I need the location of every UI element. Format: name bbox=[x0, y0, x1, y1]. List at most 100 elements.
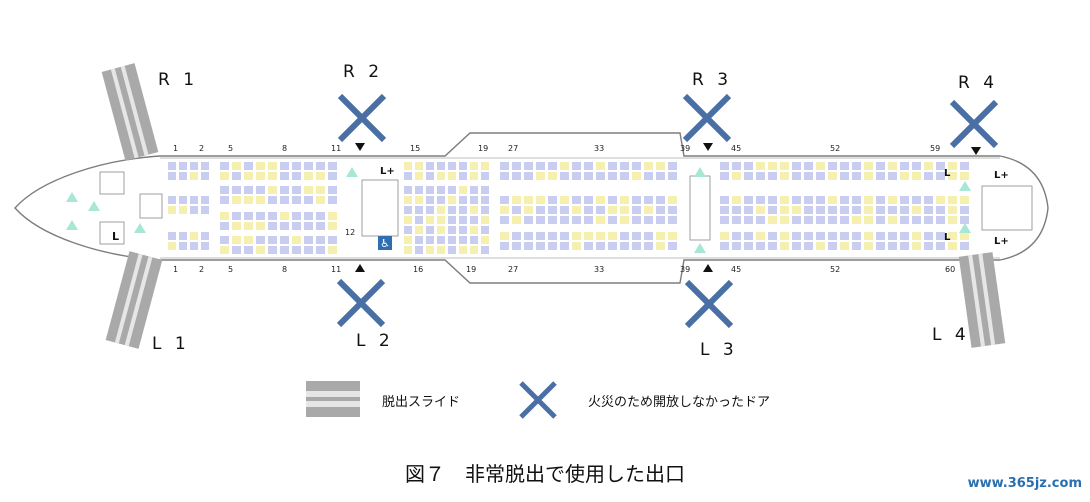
seat bbox=[608, 206, 617, 214]
row-num-bottom: 27 bbox=[508, 265, 519, 274]
seat bbox=[732, 172, 741, 180]
seat bbox=[840, 206, 849, 214]
seat bbox=[768, 232, 777, 240]
seat bbox=[792, 162, 801, 170]
seat bbox=[459, 216, 467, 224]
seat bbox=[656, 162, 665, 170]
row-num-bottom: 11 bbox=[331, 265, 342, 274]
seat bbox=[220, 162, 229, 170]
seat bbox=[876, 172, 885, 180]
seat bbox=[876, 162, 885, 170]
seat bbox=[404, 216, 412, 224]
seat bbox=[584, 216, 593, 224]
seat bbox=[426, 236, 434, 244]
seat bbox=[780, 196, 789, 204]
seat bbox=[572, 216, 581, 224]
seat bbox=[415, 186, 423, 194]
lav-label-nose: L bbox=[112, 230, 119, 243]
seat bbox=[864, 196, 873, 204]
seat bbox=[415, 172, 423, 180]
seat bbox=[620, 162, 629, 170]
seat bbox=[912, 196, 921, 204]
seat bbox=[437, 206, 445, 214]
seat bbox=[536, 172, 545, 180]
seat bbox=[560, 242, 569, 250]
seat bbox=[548, 242, 557, 250]
door-label-l3: L 3 bbox=[700, 340, 738, 360]
seat bbox=[584, 172, 593, 180]
seat bbox=[292, 186, 301, 194]
seat bbox=[448, 206, 456, 214]
seat bbox=[804, 162, 813, 170]
seat bbox=[936, 162, 945, 170]
seat bbox=[632, 196, 641, 204]
seat bbox=[481, 206, 489, 214]
seat bbox=[632, 162, 641, 170]
seat bbox=[936, 206, 945, 214]
seat bbox=[912, 232, 921, 240]
seat bbox=[168, 196, 176, 204]
seat bbox=[744, 196, 753, 204]
cross-stroke bbox=[684, 279, 734, 329]
door-arrow-icon bbox=[971, 147, 981, 155]
seat bbox=[512, 232, 521, 240]
seat bbox=[960, 206, 969, 214]
seat bbox=[864, 162, 873, 170]
emergency-marker-icon bbox=[959, 181, 971, 191]
seat bbox=[268, 236, 277, 244]
seat bbox=[644, 162, 653, 170]
legend-cross-icon bbox=[519, 381, 557, 419]
seat bbox=[924, 242, 933, 250]
seat bbox=[792, 206, 801, 214]
seat bbox=[792, 216, 801, 224]
seat bbox=[268, 186, 277, 194]
seat bbox=[481, 172, 489, 180]
seat bbox=[280, 162, 289, 170]
seat bbox=[190, 232, 198, 240]
seat bbox=[470, 172, 478, 180]
cross-stroke bbox=[337, 93, 387, 143]
seat bbox=[744, 162, 753, 170]
seat bbox=[632, 172, 641, 180]
seat bbox=[404, 226, 412, 234]
seat bbox=[668, 162, 677, 170]
seat bbox=[924, 162, 933, 170]
seat bbox=[620, 242, 629, 250]
seat bbox=[596, 172, 605, 180]
seat bbox=[828, 232, 837, 240]
seat bbox=[415, 162, 423, 170]
seat bbox=[512, 216, 521, 224]
row-num-bottom: 60 bbox=[945, 265, 956, 274]
seat bbox=[536, 206, 545, 214]
seat bbox=[524, 216, 533, 224]
seat bbox=[584, 196, 593, 204]
seat bbox=[644, 232, 653, 240]
seat bbox=[404, 236, 412, 244]
slide-l1 bbox=[105, 251, 163, 349]
seat bbox=[900, 172, 909, 180]
seat bbox=[415, 226, 423, 234]
seat bbox=[179, 242, 187, 250]
seat bbox=[840, 232, 849, 240]
seat bbox=[756, 206, 765, 214]
seat bbox=[316, 186, 325, 194]
row-num-bottom: 52 bbox=[830, 265, 841, 274]
seat bbox=[328, 246, 337, 254]
seat bbox=[644, 242, 653, 250]
seat bbox=[232, 162, 241, 170]
seat bbox=[620, 232, 629, 240]
nose-galley-bottom bbox=[99, 221, 125, 245]
seat bbox=[448, 186, 456, 194]
seat bbox=[948, 206, 957, 214]
row-num-bottom: 1 bbox=[173, 265, 179, 274]
seat bbox=[668, 216, 677, 224]
slide-lane bbox=[124, 256, 153, 347]
seat bbox=[756, 216, 765, 224]
seat bbox=[481, 162, 489, 170]
seat bbox=[201, 232, 209, 240]
seat bbox=[304, 162, 313, 170]
seat bbox=[960, 172, 969, 180]
seat bbox=[768, 242, 777, 250]
seat bbox=[201, 206, 209, 214]
legend-slide-text: 脱出スライド bbox=[382, 395, 461, 410]
